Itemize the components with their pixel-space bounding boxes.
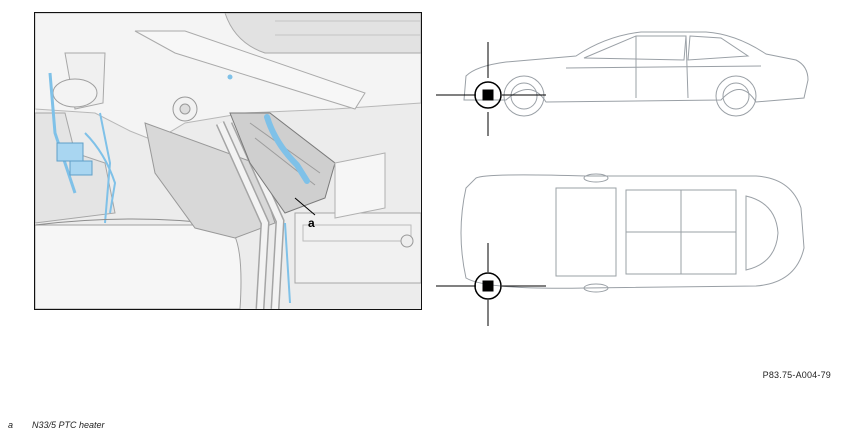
vehicle-side-view [463,31,809,117]
legend-key: a [8,420,14,430]
image-code: P83.75-A004-79 [762,370,831,380]
legend-text: N33/5 PTC heater [32,420,105,430]
vehicle-top-view [460,173,805,293]
crosshair-marker-icon [436,42,546,136]
callout-a: a [308,216,315,230]
legend: a N33/5 PTC heater [8,420,105,430]
vehicle-outline-drawings [436,31,809,326]
engine-bay-drawing [35,13,421,309]
detail-illustration: a [34,12,422,310]
vehicle-location-views [436,28,826,328]
crosshair-marker-icon [436,243,546,326]
